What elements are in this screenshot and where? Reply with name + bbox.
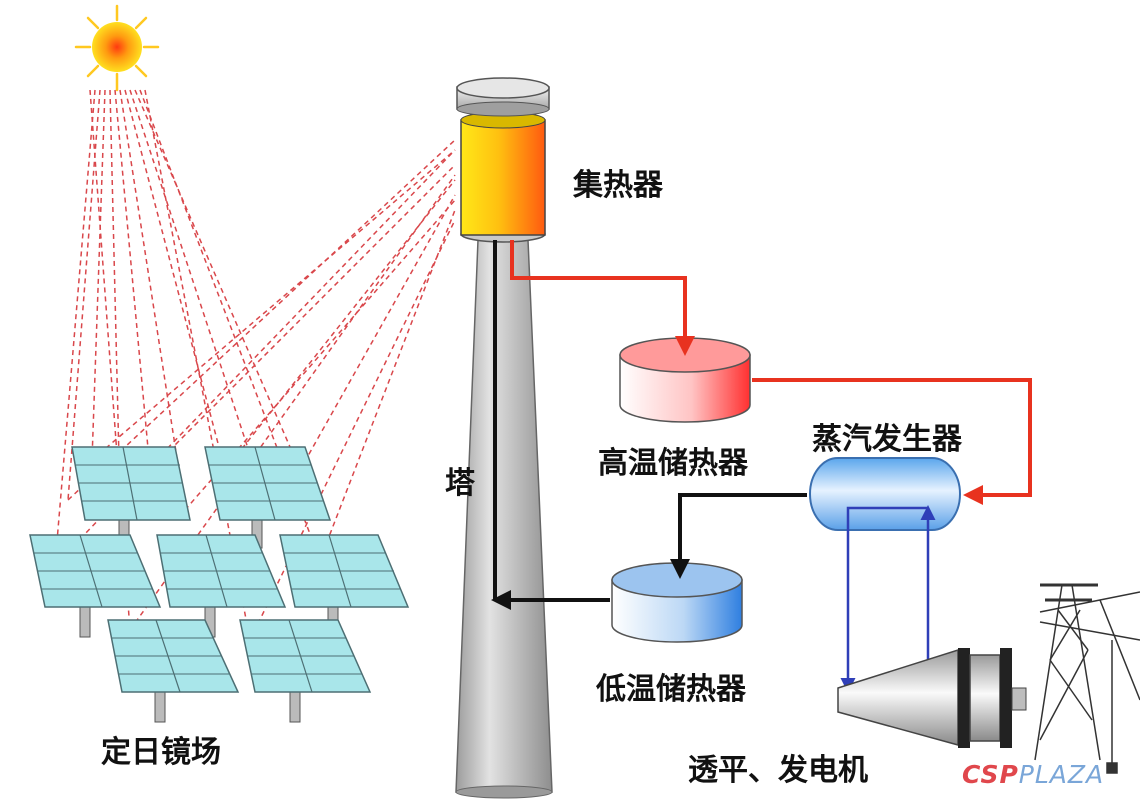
heliostat <box>156 534 287 638</box>
heliostat-field <box>29 446 410 723</box>
tower <box>455 77 553 799</box>
steam-generator-label: 蒸汽发生器 <box>812 422 962 457</box>
sun-icon <box>74 4 160 92</box>
heliostat <box>239 619 372 723</box>
turbine-generator <box>837 648 1027 748</box>
cold-storage-label: 低温储热器 <box>596 672 746 707</box>
steam-generator <box>809 457 961 531</box>
receiver <box>460 119 546 236</box>
transmission-tower-icon <box>1034 583 1140 774</box>
cold-storage-tank <box>611 562 743 643</box>
cold-flow <box>491 240 807 610</box>
hot-storage-label: 高温储热器 <box>598 446 748 481</box>
turbine-generator-label: 透平、发电机 <box>688 753 868 788</box>
heliostat-field-label: 定日镜场 <box>101 735 221 770</box>
hot-flow <box>510 240 1032 505</box>
heliostat <box>29 534 162 638</box>
watermark-part1: CSP <box>962 760 1019 789</box>
watermark-part2: PLAZA <box>1018 760 1105 789</box>
heliostat <box>71 446 191 549</box>
tower-label: 塔 <box>445 466 475 501</box>
heliostat <box>204 446 332 549</box>
receiver-label: 集热器 <box>573 168 663 203</box>
heliostat <box>107 619 240 723</box>
watermark: CSPPLAZA <box>962 760 1104 789</box>
